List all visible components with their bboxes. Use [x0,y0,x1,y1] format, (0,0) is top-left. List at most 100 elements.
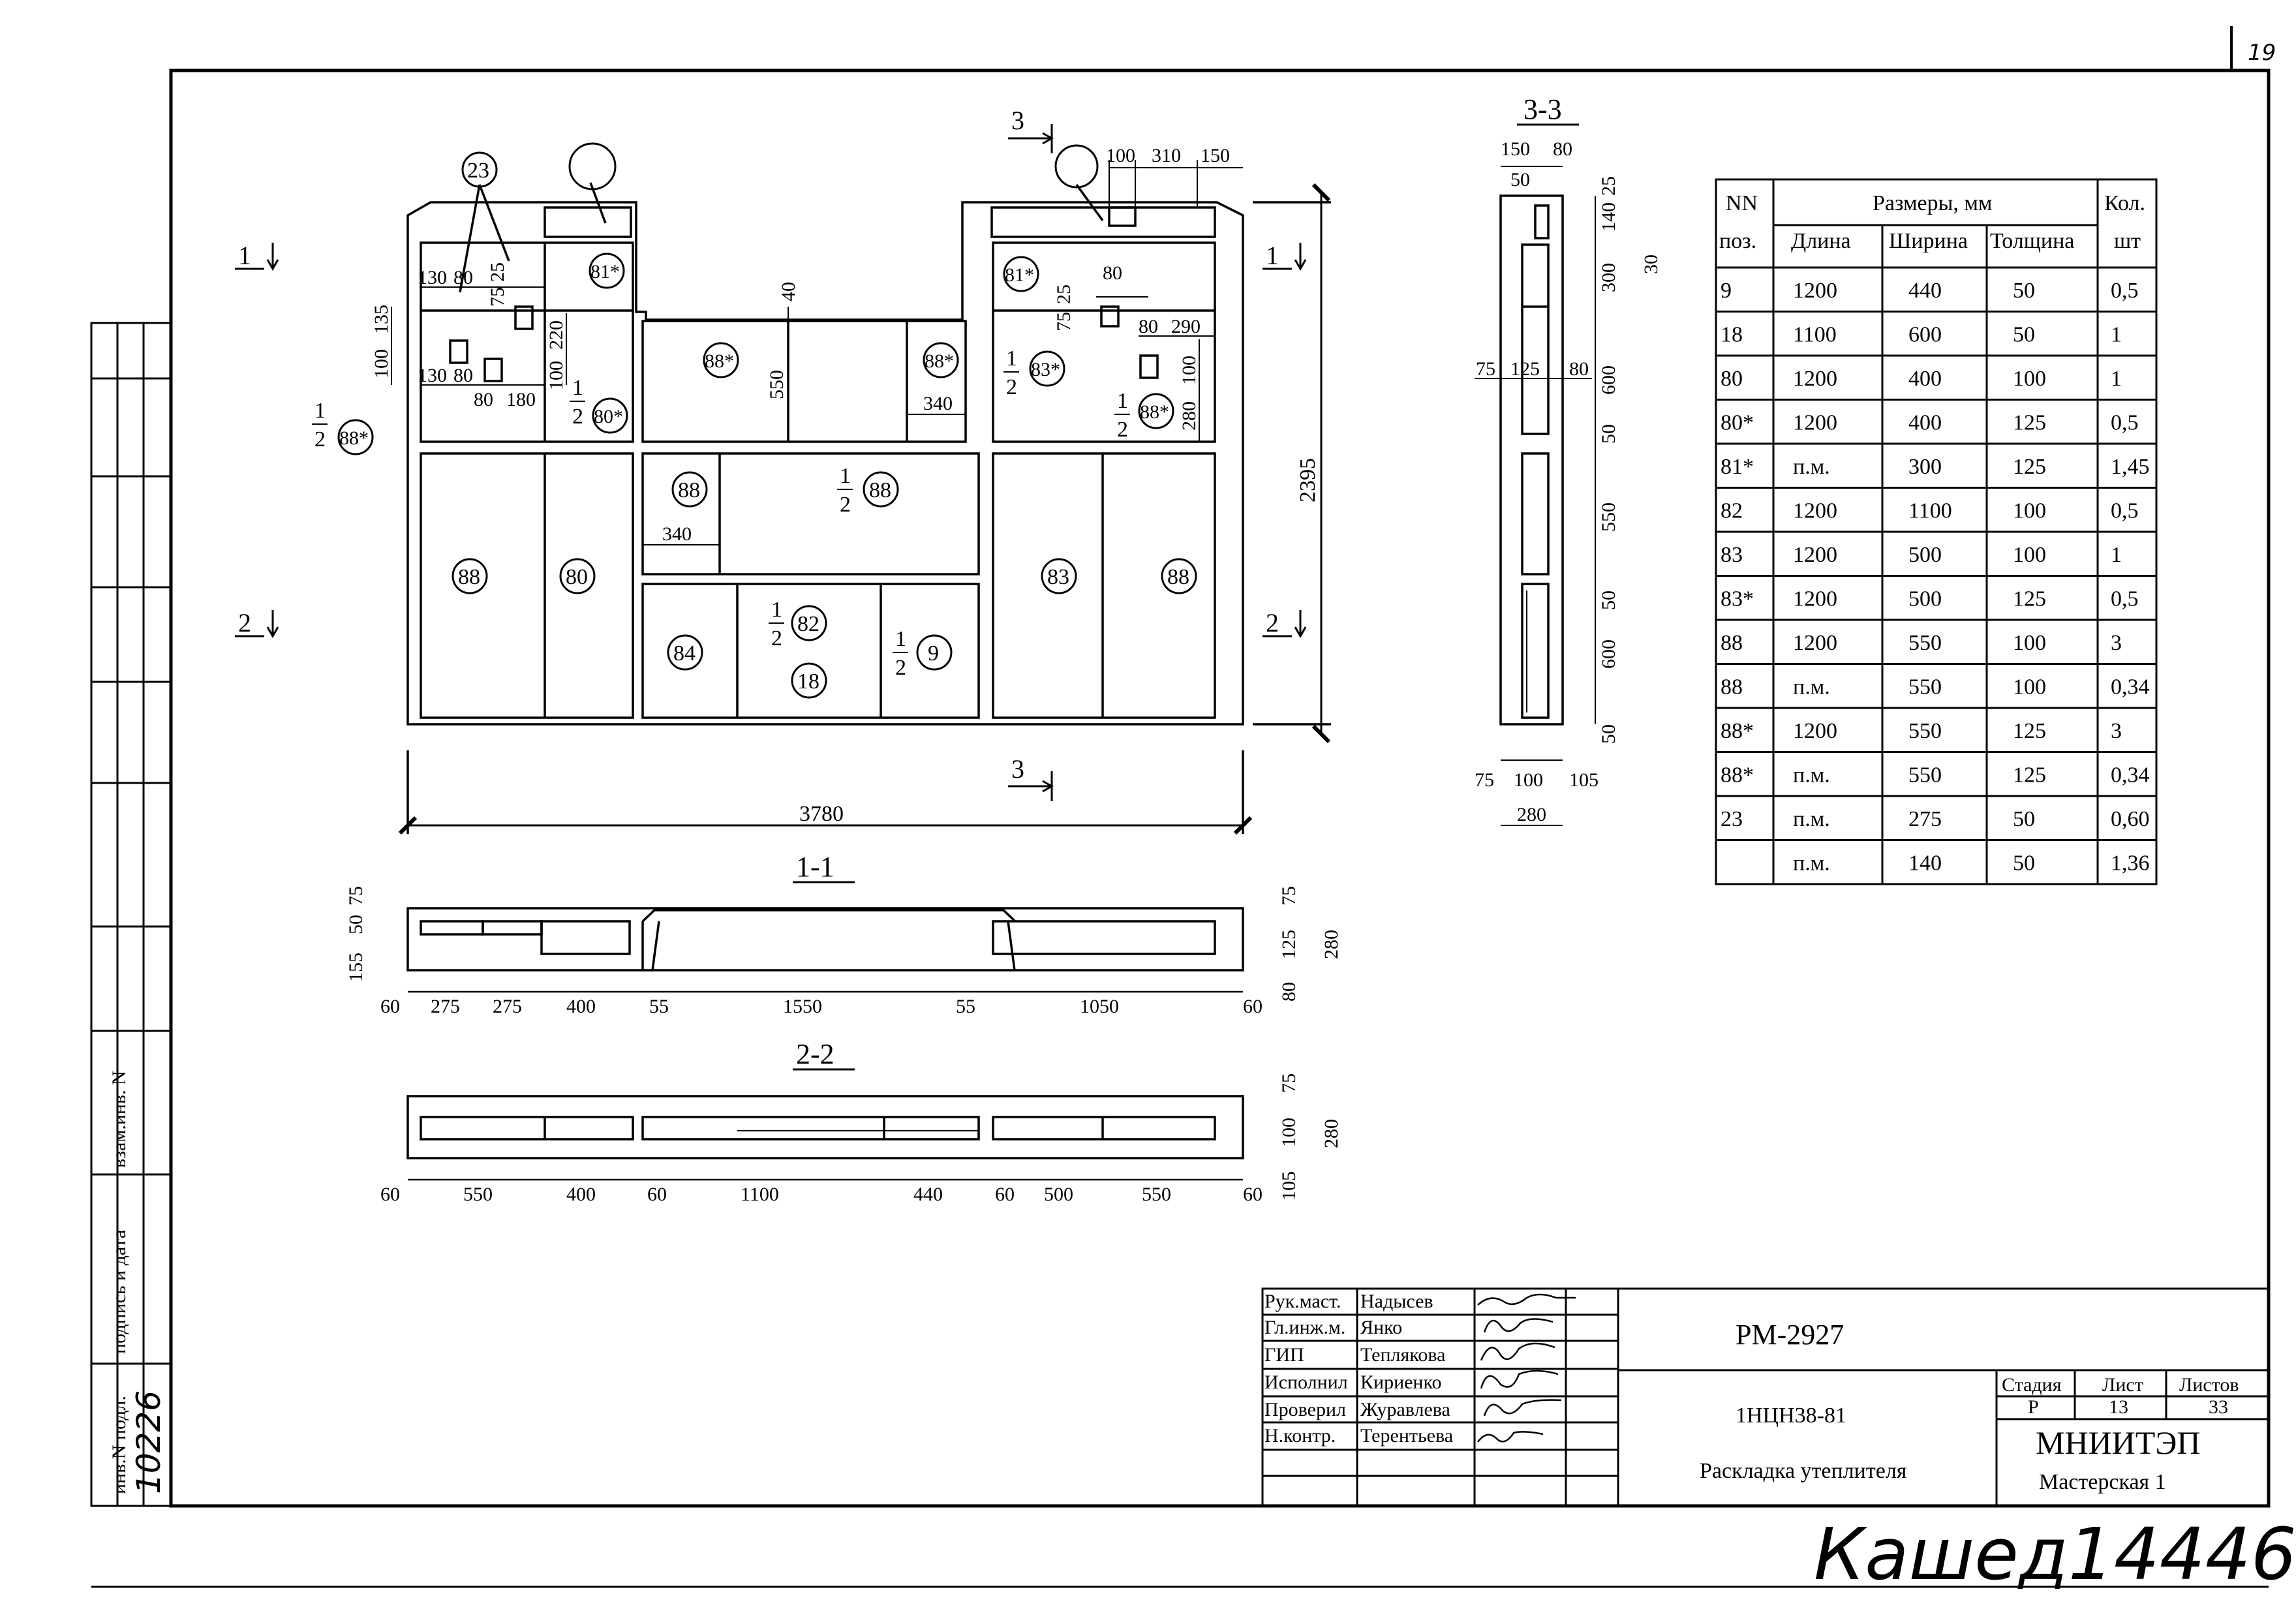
svg-text:125: 125 [1278,930,1300,959]
table-cell: 50 [2013,851,2035,875]
svg-text:550: 550 [1142,1184,1171,1205]
dim-tr-0: 100 [1106,145,1135,166]
section-22-right-dims: 75 100 105 280 [1278,1073,1342,1201]
svg-text:60: 60 [647,1184,667,1205]
section-33-view [1475,166,1596,826]
svg-text:1100: 1100 [741,1184,779,1205]
table-cell: 80 [1721,367,1743,391]
dim-tl-3: 25 [487,262,508,282]
svg-text:60: 60 [1243,1184,1263,1205]
svg-text:Рук.маст.: Рук.маст. [1264,1291,1341,1312]
replacement-inv-label: взам.инв. N [108,1071,130,1168]
svg-text:Гл.инж.м.: Гл.инж.м. [1264,1317,1345,1338]
svg-text:1: 1 [895,627,906,651]
table-cell: 1100 [1908,498,1952,523]
svg-text:2: 2 [840,493,851,517]
title-block-names: Надысев Янко Теплякова Кириенко Журавлев… [1360,1291,1453,1447]
svg-text:55: 55 [649,996,669,1017]
svg-text:60: 60 [1243,996,1263,1017]
spec-table-header: NN Размеры, мм Кол. поз. Длина Ширина То… [1719,191,2145,253]
svg-text:105: 105 [1278,1171,1300,1201]
svg-text:280: 280 [1517,804,1546,825]
svg-text:ГИП: ГИП [1264,1344,1304,1366]
svg-text:Размеры, мм: Размеры, мм [1873,191,1992,215]
svg-text:50: 50 [345,915,367,934]
svg-text:550: 550 [1598,502,1619,532]
dim-tl-10: 100 [545,361,567,390]
svg-text:Проверил: Проверил [1264,1399,1346,1420]
dim-tr-8: 100 [1178,356,1200,385]
svg-text:Длина: Длина [1791,229,1851,253]
table-cell: 0,5 [2111,498,2139,523]
callout-80s: 80* [594,406,623,427]
table-cell: 9 [1721,279,1732,303]
cut-label-1-left: 1 [238,241,251,270]
svg-text:60: 60 [380,996,400,1017]
table-cell: 1200 [1793,543,1837,567]
svg-text:Янко: Янко [1360,1317,1402,1338]
table-cell: п.м. [1793,455,1830,479]
callout-88-mid-b: 88 [869,478,891,502]
table-cell: 1200 [1793,631,1837,655]
table-cell: 88* [1721,719,1754,743]
callout-88s-mid-a: 88* [705,350,734,372]
table-cell: 125 [2013,763,2046,787]
table-cell: 125 [2013,455,2046,479]
svg-text:1: 1 [1117,389,1128,413]
dim-tr-7: 290 [1171,316,1201,337]
signature-date-label: подпись и дата [108,1230,130,1354]
sheet-label: Лист [2102,1374,2143,1396]
workshop-name: Мастерская 1 [2039,1470,2166,1494]
svg-text:550: 550 [463,1184,493,1205]
table-cell: 83* [1721,587,1754,611]
table-cell: 100 [2013,543,2046,567]
table-cell: п.м. [1793,851,1830,875]
svg-text:50: 50 [1598,424,1619,444]
svg-text:60: 60 [995,1184,1015,1205]
table-cell: 50 [2013,322,2035,346]
callout-88-lower-a: 88 [458,565,480,589]
svg-text:Н.контр.: Н.контр. [1264,1425,1336,1447]
svg-text:2: 2 [771,626,782,651]
dim-tl-5: 100 [371,349,392,378]
dim-tr-3: 80 [1103,262,1122,284]
svg-text:2: 2 [572,405,583,429]
table-cell: 1200 [1793,410,1837,435]
table-cell: 550 [1908,675,1942,699]
callout-9: 9 [928,641,939,666]
callout-88s-mid-b: 88* [925,350,954,372]
callout-81s-right: 81* [1005,264,1034,286]
callout-88s-left: 88* [339,427,369,449]
dim-mid-340-right: 340 [923,393,953,414]
table-cell: 88 [1721,631,1743,655]
svg-text:80: 80 [1278,982,1300,1002]
table-cell: 1200 [1793,587,1837,611]
svg-text:150: 150 [1501,138,1530,160]
svg-text:30: 30 [1640,254,1662,274]
doc-code: РМ-2927 [1736,1319,1844,1351]
table-cell: 140 [1908,851,1942,875]
cut-label-2-left: 2 [238,608,251,637]
overall-height-dim: 2395 [1296,458,1320,502]
table-cell: 1 [2111,322,2122,346]
sheets-label: Листов [2179,1374,2239,1396]
svg-text:75: 75 [1278,886,1300,906]
section-33-title: 3-3 [1523,93,1562,125]
title-block-grid [1261,1287,2270,1507]
plan-callout-circles [337,142,1197,699]
svg-text:100: 100 [1514,769,1543,791]
section-11-right-dims: 75 125 80 280 [1278,886,1342,1002]
svg-text:Терентьева: Терентьева [1360,1425,1453,1447]
cut-label-3-top: 3 [1011,106,1024,135]
svg-text:60: 60 [380,1184,400,1205]
svg-text:1: 1 [771,598,782,622]
svg-text:Надысев: Надысев [1360,1291,1433,1312]
svg-text:80: 80 [1553,138,1572,160]
table-cell: 3 [2111,631,2122,655]
svg-text:1050: 1050 [1080,996,1119,1017]
svg-text:75: 75 [1476,358,1495,380]
svg-text:поз.: поз. [1719,229,1756,253]
table-cell: 88 [1721,675,1743,699]
table-cell: 50 [2013,279,2035,303]
bottom-handwritten-signature: Кашед14446 [1814,1512,2296,1596]
